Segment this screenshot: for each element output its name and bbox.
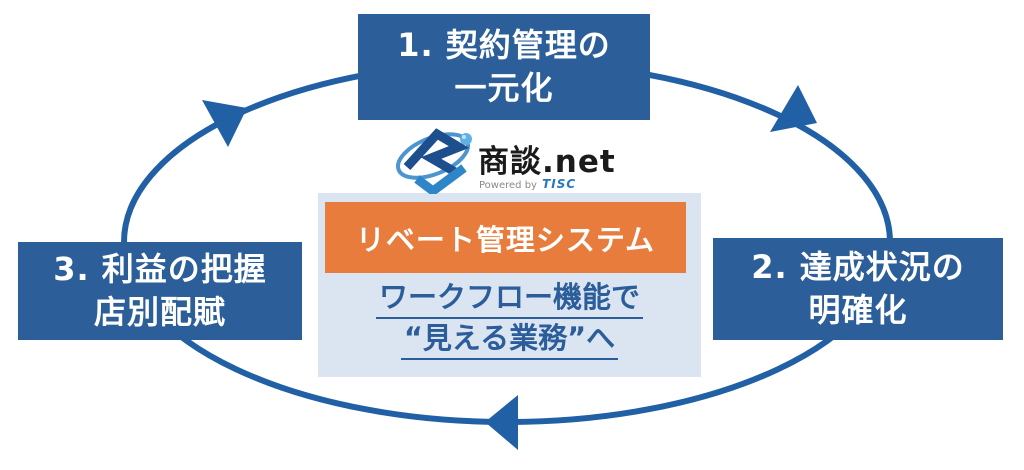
step-box-1-contract-management: 1. 契約管理の 一元化 (358, 14, 650, 120)
center-panel: リベート管理システム ワークフロー機能で “見える業務”へ (318, 193, 701, 377)
shodan-net-logo: 商談.net Powered by TISC (393, 120, 643, 194)
workflow-subtitle: ワークフロー機能で “見える業務”へ (318, 281, 701, 363)
logo-vendor-name: TISC (542, 177, 577, 191)
step-box-2-achievement-status: 2. 達成状況の 明確化 (713, 238, 1003, 340)
arrowhead-top-right-icon (770, 85, 817, 132)
workflow-subtitle-line-1: ワークフロー機能で (375, 281, 643, 319)
step-2-line-1: 2. 達成状況の (751, 247, 965, 286)
step-2-line-2: 明確化 (808, 291, 908, 329)
step-box-3-profit-allocation: 3. 利益の把握 店別配賦 (18, 242, 302, 340)
logo-brand-text: 商談.net (478, 144, 616, 180)
step-1-line-2: 一元化 (454, 69, 554, 107)
rebate-system-banner: リベート管理システム (325, 202, 686, 273)
arrowhead-bottom-icon (485, 395, 518, 450)
workflow-subtitle-line-2: “見える業務”へ (400, 322, 619, 360)
step-3-line-1: 3. 利益の把握 (53, 249, 267, 288)
logo-powered-row: Powered by TISC (479, 173, 576, 192)
step-3-line-2: 店別配賦 (93, 293, 226, 331)
arrowhead-top-left-icon (202, 100, 247, 147)
logo-swoosh-icon (396, 128, 472, 194)
step-1-line-1: 1. 契約管理の (397, 25, 611, 64)
logo-powered-by-label: Powered by (479, 180, 537, 191)
